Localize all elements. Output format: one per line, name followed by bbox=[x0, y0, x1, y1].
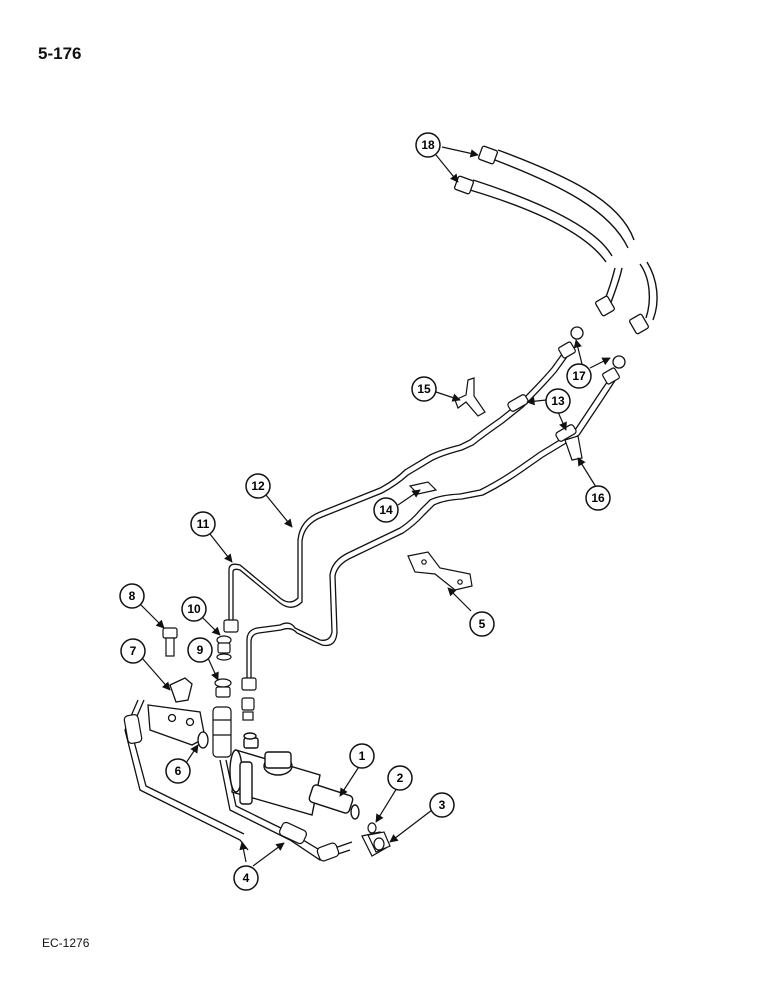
callout-17-label: 17 bbox=[572, 369, 586, 383]
callout-14-label: 14 bbox=[379, 503, 393, 517]
callout-2-label: 2 bbox=[397, 771, 404, 785]
steel-tubes bbox=[228, 349, 617, 680]
callout-17: 17 bbox=[566, 363, 592, 389]
callout-5-label: 5 bbox=[479, 617, 486, 631]
callout-8-label: 8 bbox=[129, 589, 136, 603]
brackets bbox=[407, 377, 583, 591]
tube-end-nuts bbox=[223, 341, 620, 691]
callout-15: 15 bbox=[411, 376, 437, 402]
callout-11: 11 bbox=[190, 511, 216, 537]
adapter-block bbox=[147, 677, 209, 749]
callout-12-label: 12 bbox=[251, 479, 265, 493]
callout-6-label: 6 bbox=[175, 764, 182, 778]
callout-1: 1 bbox=[349, 743, 375, 769]
callout-9: 9 bbox=[187, 637, 213, 663]
callout-9-label: 9 bbox=[197, 643, 204, 657]
callout-1-label: 1 bbox=[359, 749, 366, 763]
fitting-stack bbox=[162, 627, 255, 758]
callout-15-label: 15 bbox=[417, 382, 431, 396]
callout-6: 6 bbox=[165, 758, 191, 784]
seal-and-cap bbox=[367, 822, 391, 853]
callout-12: 12 bbox=[245, 473, 271, 499]
callout-14: 14 bbox=[373, 497, 399, 523]
callout-16: 16 bbox=[585, 485, 611, 511]
callout-2: 2 bbox=[387, 765, 413, 791]
callout-11-label: 11 bbox=[197, 517, 210, 531]
callout-3: 3 bbox=[429, 792, 455, 818]
callout-13-label: 13 bbox=[551, 394, 565, 408]
callout-7-label: 7 bbox=[130, 644, 137, 658]
callout-10-label: 10 bbox=[187, 602, 201, 616]
callout-8: 8 bbox=[119, 583, 145, 609]
callout-4-label: 4 bbox=[243, 871, 250, 885]
hydraulic-cylinder bbox=[229, 732, 360, 820]
hose-assembly bbox=[469, 149, 658, 321]
figure-code: EC-1276 bbox=[42, 936, 90, 950]
page-number: 5-176 bbox=[38, 44, 82, 63]
callout-18-label: 18 bbox=[421, 138, 435, 152]
callout-16-label: 16 bbox=[591, 491, 605, 505]
callout-7: 7 bbox=[120, 638, 146, 664]
callout-5: 5 bbox=[469, 611, 495, 637]
hose-fittings bbox=[454, 145, 649, 369]
callout-4: 4 bbox=[233, 865, 259, 891]
callout-10: 10 bbox=[181, 596, 207, 622]
callout-13: 13 bbox=[545, 388, 571, 414]
callout-18: 18 bbox=[415, 132, 441, 158]
callout-3-label: 3 bbox=[439, 798, 446, 812]
